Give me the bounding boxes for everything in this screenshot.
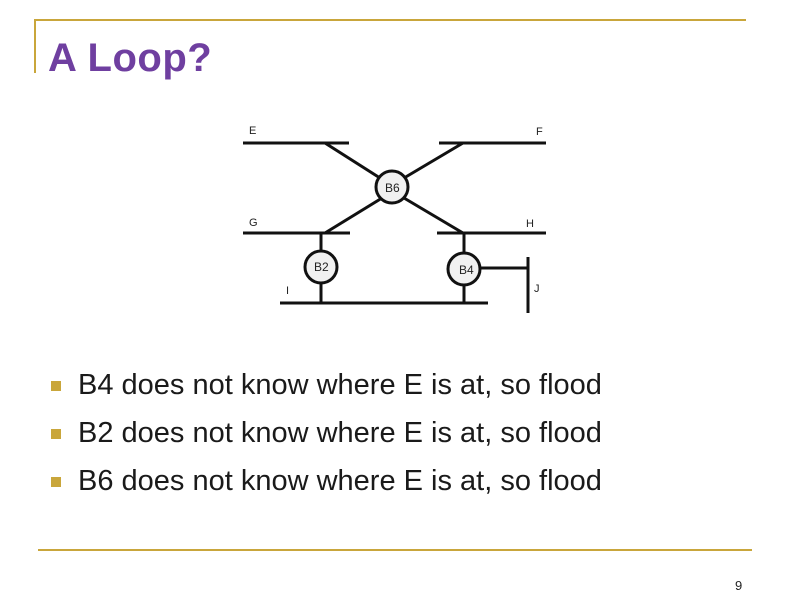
slide-title: A Loop?: [48, 36, 213, 80]
bridge-b6-node: [374, 169, 410, 205]
lan-e-label: E: [249, 125, 256, 137]
bullet-item: B2 does not know where E is at, so flood: [48, 412, 602, 460]
bullet-text: B4 does not know where E is at, so flood: [78, 369, 602, 401]
page-number: 9: [735, 578, 743, 593]
bottom-rule: [38, 549, 752, 551]
lan-h-label: H: [526, 218, 534, 230]
link-b6-e: [324, 141, 381, 180]
bullet-item: B4 does not know where E is at, so flood: [48, 364, 602, 412]
bridge-b2-node: [303, 249, 339, 285]
bullet-square-icon: [51, 477, 61, 487]
bullet-square-icon: [51, 381, 61, 391]
bullet-list: B4 does not know where E is at, so flood…: [48, 364, 602, 508]
bridge-b4-node: [446, 251, 482, 287]
link-b6-h: [403, 196, 464, 235]
left-rule: [34, 19, 36, 73]
lan-j-label: J: [534, 283, 540, 295]
lan-i-label: I: [286, 285, 289, 297]
lan-f-label: F: [536, 126, 543, 138]
bullet-square-icon: [51, 429, 61, 439]
bridge-b2-label: B2: [314, 260, 329, 274]
bridge-b6-label: B6: [385, 181, 400, 195]
bullet-item: B6 does not know where E is at, so flood: [48, 460, 602, 508]
top-rule: [34, 19, 746, 21]
link-b6-g: [324, 196, 383, 235]
bridge-b4-label: B4: [459, 263, 474, 277]
bullet-text: B6 does not know where E is at, so flood: [78, 465, 602, 497]
lan-g-label: G: [249, 217, 258, 229]
link-b6-f: [403, 141, 464, 180]
bullet-text: B2 does not know where E is at, so flood: [78, 417, 602, 449]
